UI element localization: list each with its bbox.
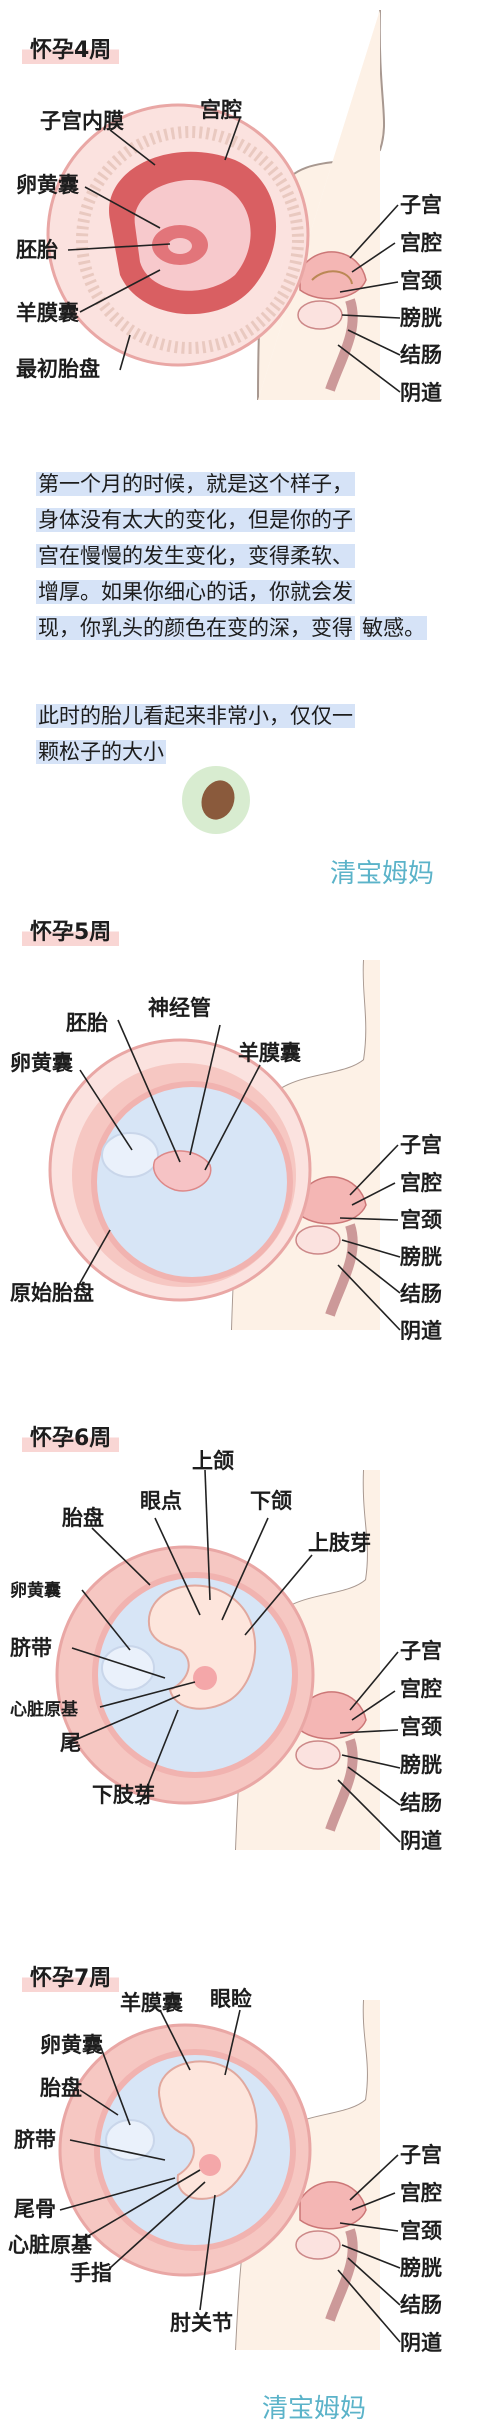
label-embryo: 胚胎 [66, 1011, 108, 1035]
body-label-bladder: 膀胱 [400, 306, 442, 330]
body-label-bladder: 膀胱 [400, 1245, 442, 1269]
label-heart-primordium: 心脏原基 [10, 1700, 78, 1720]
size-comparison-block: 此时的胎儿看起来非常小，仅仅一 颗松子的大小 [36, 700, 454, 772]
description-block: 第一个月的时候，就是这个样子， 身体没有太大的变化，但是你的子 宫在慢慢的发生变… [36, 468, 454, 648]
body-label-uterine-cavity: 宫腔 [400, 1171, 442, 1195]
label-amniotic-sac: 羊膜囊 [120, 1991, 183, 2015]
body-label-cervix: 宫颈 [400, 1715, 442, 1739]
label-primitive-placenta: 原始胎盘 [10, 1281, 94, 1305]
label-yolk-sac: 卵黄囊 [16, 173, 79, 197]
label-endometrium: 子宫内膜 [40, 109, 124, 133]
watermark-top: 清宝姆妈 [330, 859, 435, 889]
description-line: 身体没有太大的变化，但是你的子 [36, 504, 355, 536]
label-amniotic-sac: 羊膜囊 [238, 1041, 301, 1065]
label-yolk-sac: 卵黄囊 [40, 2033, 103, 2057]
week5-illustration [48, 959, 401, 1331]
body-label-uterine-cavity: 宫腔 [400, 231, 442, 255]
body-label-cervix: 宫颈 [400, 1208, 442, 1232]
label-umbilical-cord: 脐带 [10, 1636, 52, 1660]
label-embryo: 胚胎 [16, 238, 58, 262]
body-label-vagina: 阴道 [400, 1829, 442, 1853]
body-label-colon: 结肠 [400, 2293, 442, 2317]
label-coccyx: 尾骨 [14, 2197, 56, 2221]
body-label-cervix: 宫颈 [400, 269, 442, 293]
body-label-bladder: 膀胱 [400, 2256, 442, 2280]
week7-title: 怀孕7周 [22, 1960, 120, 1992]
week4-illustration [46, 9, 401, 401]
label-heart-primordium: 心脏原基 [8, 2233, 92, 2257]
week6-panel: 怀孕6周 上颌 眼点 下颌 [0, 1410, 488, 1860]
body-label-uterus: 子宫 [400, 1639, 442, 1663]
description-line: 敏感。 [360, 612, 428, 644]
body-label-uterus: 子宫 [400, 193, 442, 217]
label-umbilical-cord: 脐带 [14, 2128, 56, 2152]
week5-panel: 怀孕5周 神经管 胚胎 羊膜囊 卵黄囊 原始胎盘 子宫 宫腔 宫颈 膀胱 [0, 900, 488, 1343]
week4-title: 怀孕4周 [22, 32, 120, 64]
label-amniotic-sac: 羊膜囊 [16, 301, 79, 325]
label-eyelid: 眼睑 [210, 1987, 252, 2011]
week6-title: 怀孕6周 [22, 1420, 120, 1452]
label-upper-jaw: 上颌 [192, 1449, 234, 1473]
label-lower-limb-bud: 下肢芽 [92, 1783, 155, 1807]
label-tail: 尾 [60, 1731, 81, 1755]
description-line: 第一个月的时候，就是这个样子， [36, 468, 355, 500]
week7-illustration [58, 1999, 401, 2351]
body-label-bladder: 膀胱 [400, 1753, 442, 1777]
label-finger: 手指 [70, 2261, 112, 2285]
body-label-colon: 结肠 [400, 343, 442, 367]
label-placenta: 胎盘 [40, 2076, 82, 2100]
label-neural-tube: 神经管 [148, 996, 211, 1020]
description-line: 增厚。如果你细心的话，你就会发 [36, 576, 355, 608]
body-label-uterine-cavity: 宫腔 [400, 1677, 442, 1701]
label-primitive-placenta: 最初胎盘 [16, 357, 100, 381]
week7-panel: 怀孕7周 羊膜囊 眼睑 卵黄囊 胎盘 [0, 1950, 488, 2431]
label-upper-limb-bud: 上肢芽 [308, 1531, 371, 1555]
label-placenta: 胎盘 [62, 1506, 104, 1530]
body-label-uterine-cavity: 宫腔 [400, 2181, 442, 2205]
label-lower-jaw: 下颌 [250, 1489, 292, 1513]
label-elbow: 肘关节 [170, 2311, 233, 2335]
body-label-vagina: 阴道 [400, 1319, 442, 1343]
description-line: 宫在慢慢的发生变化，变得柔软、 [36, 540, 355, 572]
week5-title: 怀孕5周 [22, 914, 120, 946]
watermark-bottom: 清宝姆妈 [262, 2394, 367, 2424]
size-line: 此时的胎儿看起来非常小，仅仅一 [36, 700, 355, 732]
size-line: 颗松子的大小 [36, 736, 166, 768]
label-eye-spot: 眼点 [140, 1489, 182, 1513]
week4-panel: 怀孕4周 子宫内膜 宫腔 [0, 0, 488, 420]
body-label-colon: 结肠 [400, 1282, 442, 1306]
body-label-uterus: 子宫 [400, 2143, 442, 2167]
body-label-uterus: 子宫 [400, 1133, 442, 1157]
label-yolk-sac: 卵黄囊 [10, 1581, 61, 1601]
label-uterine-cavity-top: 宫腔 [200, 98, 242, 122]
body-label-cervix: 宫颈 [400, 2219, 442, 2243]
body-label-vagina: 阴道 [400, 2331, 442, 2355]
description-line: 现，你乳头的颜色在变的深，变得 [36, 612, 355, 644]
body-label-colon: 结肠 [400, 1791, 442, 1815]
label-yolk-sac: 卵黄囊 [10, 1051, 73, 1075]
body-label-vagina: 阴道 [400, 381, 442, 405]
week6-illustration [55, 1469, 401, 1851]
